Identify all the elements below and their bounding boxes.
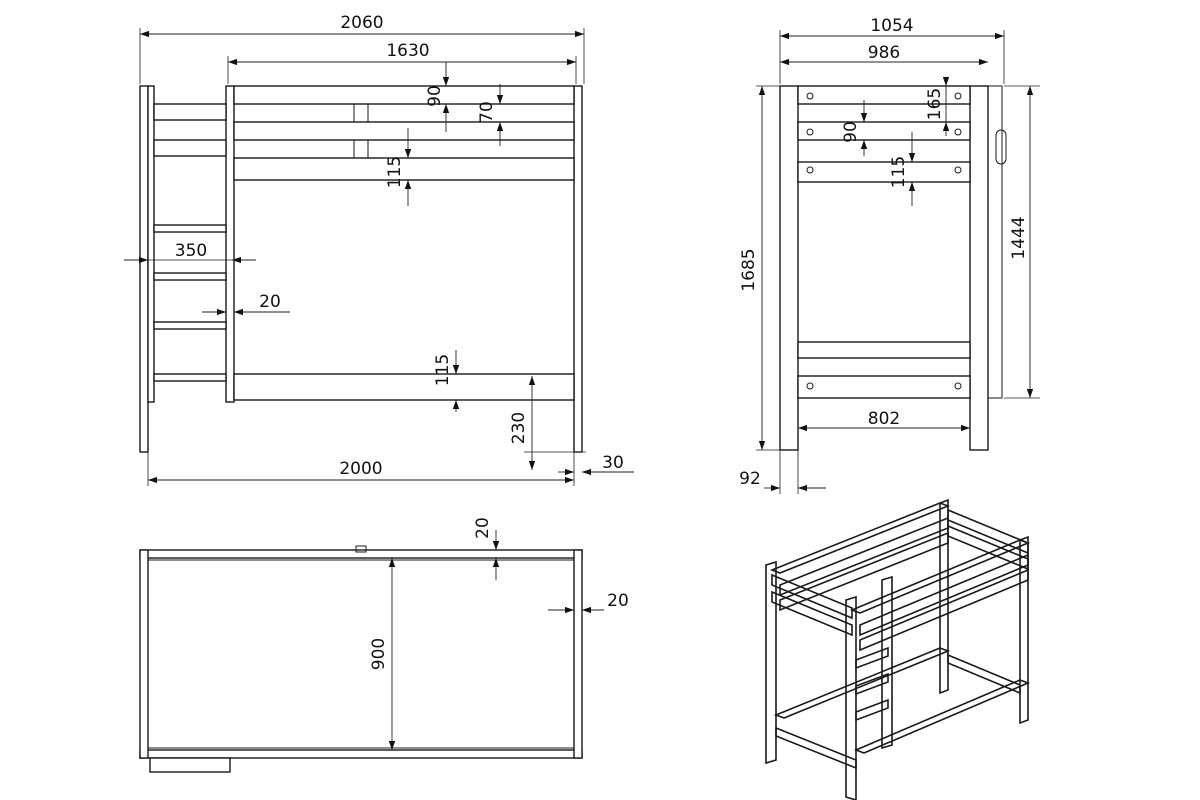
dim-ladder-rung: 20 <box>259 292 281 312</box>
dim-top-board-gap: 90 <box>425 85 445 107</box>
ladder-rung <box>153 373 227 382</box>
side-view: 1054 986 165 90 115 1685 1444 802 <box>739 16 1040 494</box>
top-frame-long-bottom <box>139 749 583 759</box>
upper-rail-top <box>233 85 575 105</box>
side-board <box>797 85 971 105</box>
side-board <box>797 121 971 141</box>
dim-side-overall-height: 1685 <box>739 248 759 291</box>
ladder-rung <box>153 224 227 233</box>
dim-lower-rail: 115 <box>433 354 453 386</box>
dim-side-upper-height: 1444 <box>1009 216 1029 259</box>
dim-side-overall-width: 1054 <box>870 16 913 36</box>
top-bracket <box>355 545 367 553</box>
dim-side-inner-width: 986 <box>868 43 900 63</box>
dim-post-width: 30 <box>602 453 624 473</box>
dim-side-bottom-rail: 115 <box>889 156 909 188</box>
dim-inner-length: 2000 <box>339 459 382 479</box>
dim-ladder-width: 350 <box>175 241 207 261</box>
isometric-view <box>765 498 1031 800</box>
dim-board-height: 70 <box>477 101 497 123</box>
mattress-area <box>147 559 575 749</box>
side-right-post <box>969 85 989 451</box>
dim-side-board-gap: 90 <box>841 121 861 143</box>
handle-slot <box>995 129 1007 165</box>
ladder-stile-right <box>225 85 235 403</box>
side-board <box>797 375 971 399</box>
side-board <box>797 161 971 183</box>
dim-side-top-board: 165 <box>925 88 945 120</box>
upper-rail-bottom <box>233 157 575 181</box>
front-view: 2060 1630 90 70 115 350 20 115 <box>124 13 634 486</box>
ladder-rung <box>153 272 227 281</box>
ladder-board <box>153 103 227 121</box>
top-view: 20 900 20 <box>139 517 629 773</box>
top-frame-short-right <box>573 549 583 759</box>
ladder-rung <box>153 321 227 330</box>
upper-rail-middle <box>233 121 575 141</box>
dim-top-frame: 20 <box>473 517 493 539</box>
side-ladder-edge <box>987 85 1003 399</box>
ladder-board <box>153 139 227 157</box>
lower-rail <box>233 373 575 401</box>
front-right-post <box>573 85 583 453</box>
dim-side-lower-span: 802 <box>868 409 900 429</box>
ladder-stile-left <box>147 85 155 403</box>
side-board <box>797 341 971 359</box>
top-frame-long-top <box>139 549 583 559</box>
dim-overall-width: 2060 <box>340 13 383 33</box>
rail-spacer-bottom <box>353 139 369 159</box>
dim-floor-clearance: 230 <box>509 412 529 444</box>
ladder-foot <box>149 757 231 773</box>
dim-rail-length: 1630 <box>386 41 429 61</box>
rail-spacer-top <box>353 103 369 123</box>
dim-upper-bottom-rail: 115 <box>385 156 405 188</box>
dim-side-post-width: 92 <box>739 469 761 489</box>
side-left-post <box>779 85 799 451</box>
dim-top-end: 20 <box>607 591 629 611</box>
dim-top-inner-width: 900 <box>369 638 389 670</box>
top-frame-short-left <box>139 549 149 759</box>
front-left-post <box>139 85 149 453</box>
